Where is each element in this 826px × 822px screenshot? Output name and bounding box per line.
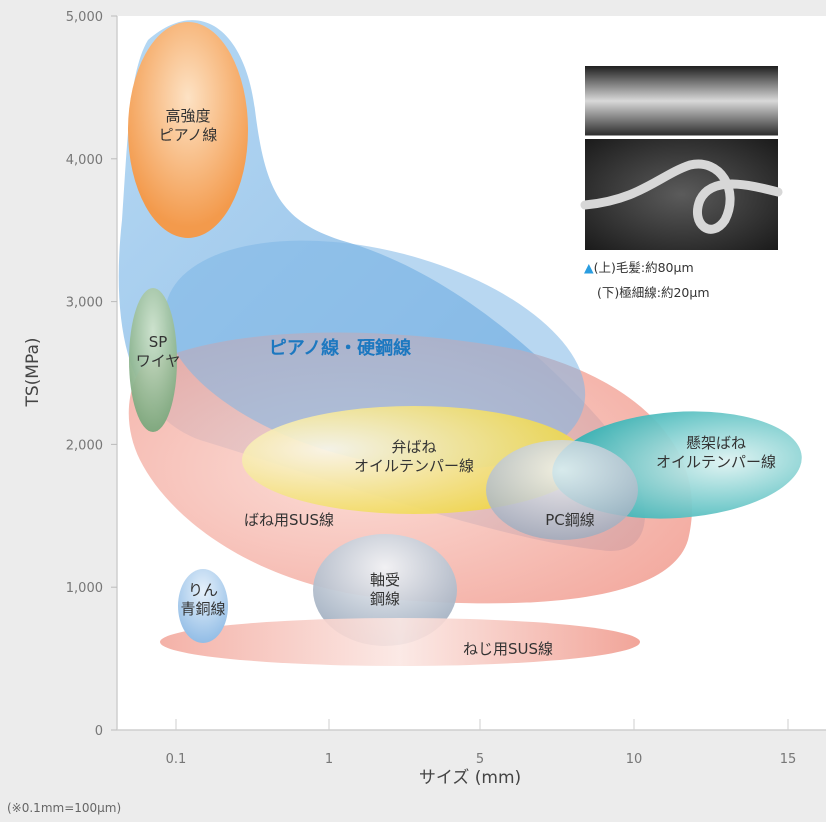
region-label-line: オイルテンパー線 (656, 453, 776, 471)
region-label-high-strength: 高強度ピアノ線 (159, 107, 218, 144)
region-label-line: ピアノ線・硬鋼線 (269, 337, 411, 359)
x-tick-label: 0.1 (166, 752, 187, 767)
x-tick-label: 10 (626, 752, 643, 767)
x-tick-label: 5 (476, 752, 484, 767)
region-label-line: ばね用SUS線 (244, 511, 334, 529)
x-tick-label: 15 (780, 752, 797, 767)
y-tick-label: 0 (95, 724, 103, 739)
region-label-pc: PC鋼線 (545, 511, 595, 529)
inset-caption-line2: (下)極細線:約20μm (597, 285, 710, 300)
region-label-line: ワイヤ (136, 352, 181, 370)
region-high-strength-piano (128, 22, 248, 238)
region-label-spring-sus: ばね用SUS線 (244, 511, 334, 529)
region-bearing-steel-wire (313, 534, 457, 646)
inset-photo-fine-wire (585, 139, 778, 250)
region-screw-sus (160, 618, 640, 666)
y-tick-label: 3,000 (66, 296, 103, 311)
region-label-line: ピアノ線 (159, 126, 218, 144)
region-label-line: オイルテンパー線 (354, 457, 474, 475)
region-label-screw-sus: ねじ用SUS線 (463, 640, 553, 658)
knot-wire-shape (580, 159, 783, 234)
y-tick-label: 5,000 (66, 10, 103, 25)
inset-photo-hair (585, 66, 778, 136)
y-axis-title: TS(MPa) (23, 337, 43, 407)
y-tick-label: 1,000 (66, 581, 103, 596)
inset-photo: ▲(上)毛髪:約80μm (下)極細線:約20μm (580, 66, 783, 300)
region-label-line: りん (188, 581, 218, 599)
region-sp-wire (129, 288, 177, 432)
region-label-piano: ピアノ線・硬鋼線 (269, 337, 411, 359)
region-label-line: 弁ばね (391, 438, 436, 456)
region-label-line: 懸架ばね (686, 434, 746, 452)
region-label-oil-tempered-suspension: 懸架ばねオイルテンパー線 (656, 434, 776, 471)
region-label-bearing: 軸受鋼線 (370, 571, 400, 608)
region-label-phosphor-bronze: りん青銅線 (180, 581, 225, 618)
region-label-line: 高強度 (165, 107, 210, 125)
x-tick-label: 1 (325, 752, 333, 767)
y-tick-group: 0 1,000 2,000 3,000 4,000 5,000 (66, 10, 117, 739)
inset-caption-text1: (上)毛髪:約80μm (594, 260, 694, 275)
y-tick-label: 4,000 (66, 153, 103, 168)
region-phosphor-bronze (178, 569, 228, 643)
region-label-line: ねじ用SUS線 (463, 640, 553, 658)
region-label-line: SP (149, 333, 168, 351)
region-label-line: 鋼線 (370, 590, 400, 608)
region-label-line: 軸受 (370, 571, 400, 589)
region-label-line: PC鋼線 (545, 511, 595, 529)
region-pc-steel-wire (486, 440, 638, 540)
region-label-oil-tempered-valve: 弁ばねオイルテンパー線 (354, 438, 474, 475)
y-tick-label: 2,000 (66, 438, 103, 453)
unit-note: (※0.1mm=100μm) (7, 801, 121, 815)
region-label-line: 青銅線 (180, 600, 225, 618)
caption-triangle-icon: ▲ (584, 260, 594, 275)
inset-caption-line1: ▲(上)毛髪:約80μm (584, 260, 694, 275)
x-axis-title: サイズ (mm) (419, 768, 521, 788)
